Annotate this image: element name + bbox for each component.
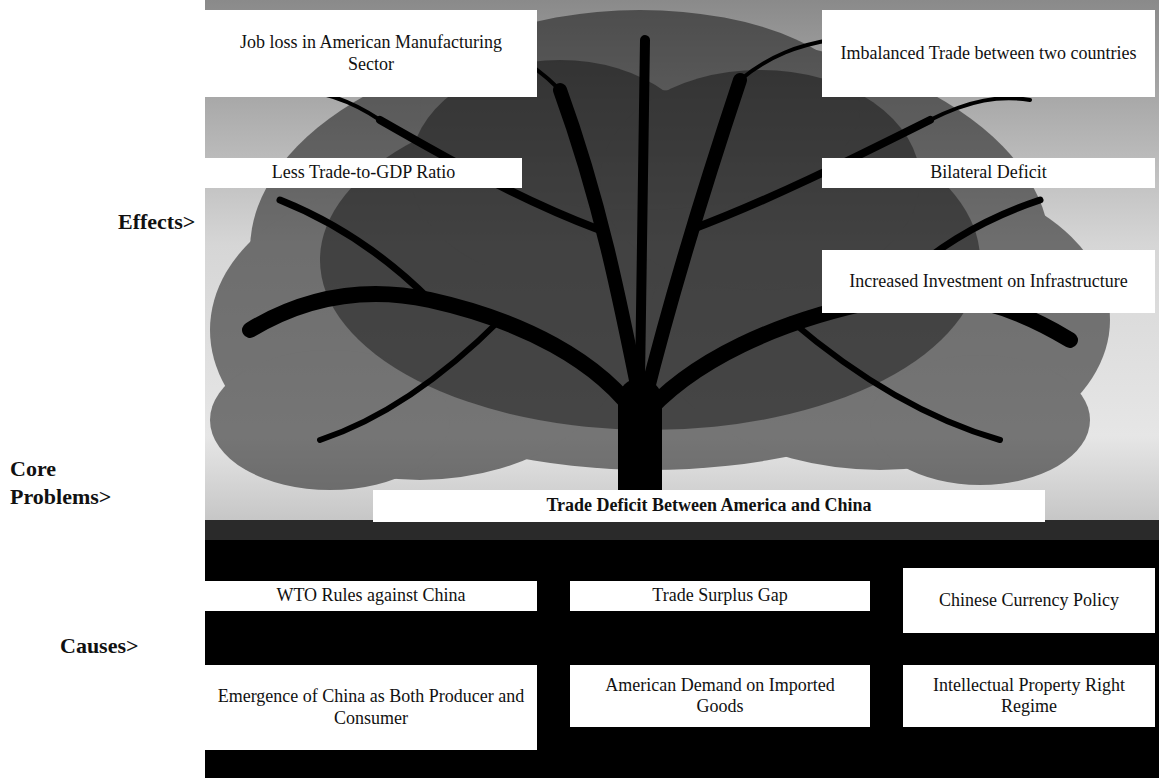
row-label: Effects>: [118, 208, 208, 236]
box-text: Bilateral Deficit: [930, 162, 1046, 183]
sky: [205, 0, 1159, 545]
cause-box: Emergence of China as Both Producer and …: [205, 665, 537, 750]
box-text: Chinese Currency Policy: [939, 590, 1119, 611]
cause-box: Intellectual Property Right Regime: [903, 665, 1155, 727]
box-text: American Demand on Imported Goods: [580, 675, 860, 717]
effect-box: Bilateral Deficit: [822, 158, 1155, 188]
cause-box: American Demand on Imported Goods: [570, 665, 870, 727]
box-text: Imbalanced Trade between two countries: [841, 43, 1137, 64]
box-text: Emergence of China as Both Producer and …: [215, 686, 527, 728]
effect-box: Increased Investment on Infrastructure: [822, 250, 1155, 313]
box-text: Less Trade-to-GDP Ratio: [272, 162, 455, 183]
ground: [205, 540, 1159, 778]
box-text: Trade Deficit Between America and China: [546, 495, 871, 516]
effect-box: Job loss in American Manufacturing Secto…: [205, 10, 537, 97]
cause-box: Trade Surplus Gap: [570, 581, 870, 611]
row-label: Core Problems>: [10, 455, 140, 510]
box-text: Job loss in American Manufacturing Secto…: [215, 32, 527, 74]
cause-box: Chinese Currency Policy: [903, 568, 1155, 633]
effect-box: Imbalanced Trade between two countries: [822, 10, 1155, 97]
core-problem-box: Trade Deficit Between America and China: [373, 490, 1045, 522]
row-label: Causes>: [60, 632, 180, 660]
box-text: Increased Investment on Infrastructure: [849, 271, 1127, 292]
effect-box: Less Trade-to-GDP Ratio: [205, 158, 522, 188]
box-text: Intellectual Property Right Regime: [913, 675, 1145, 717]
box-text: WTO Rules against China: [276, 585, 465, 606]
box-text: Trade Surplus Gap: [652, 585, 787, 606]
cause-box: WTO Rules against China: [205, 581, 537, 611]
